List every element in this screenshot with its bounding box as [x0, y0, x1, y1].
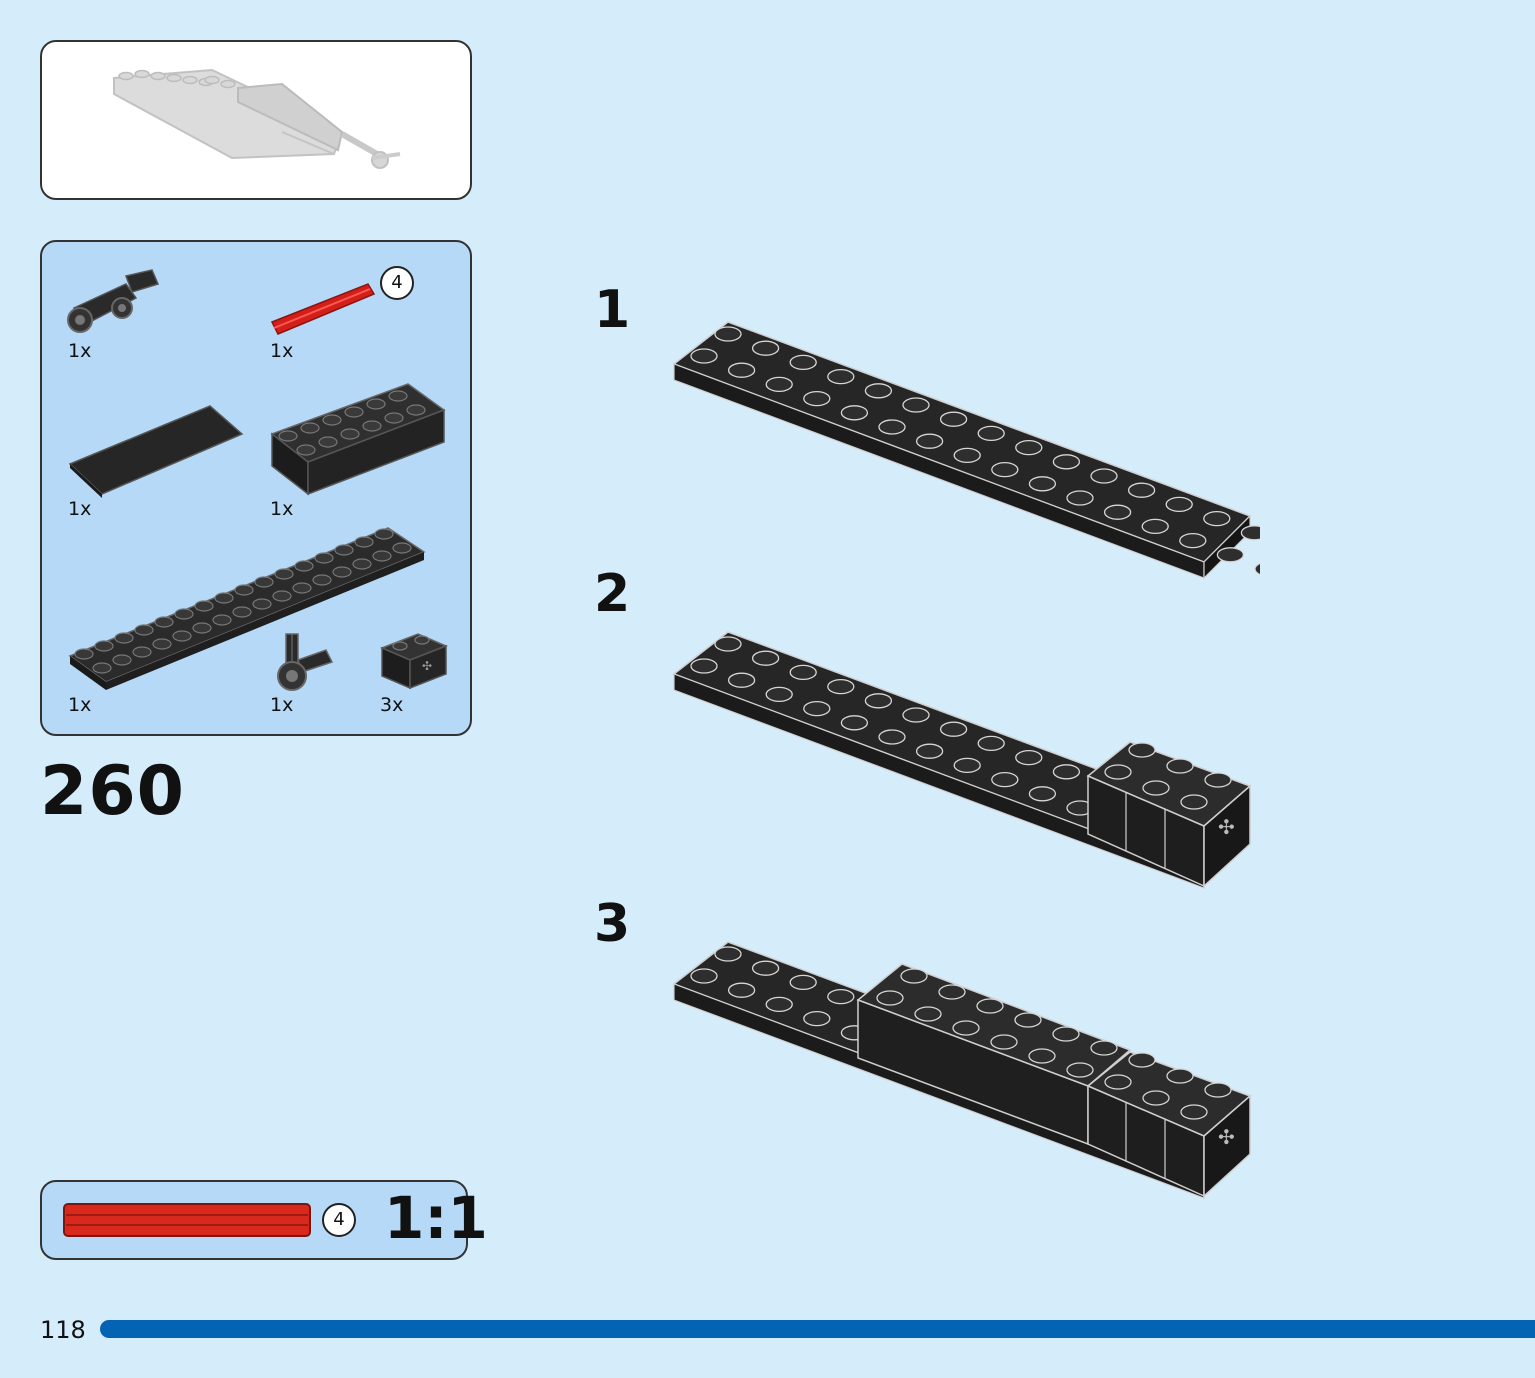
svg-text:✣: ✣ [422, 659, 432, 673]
substep-label-1: 1 [594, 280, 631, 340]
plate-stud [765, 376, 793, 393]
plate-stud [1028, 786, 1057, 802]
plate-stud [690, 968, 718, 984]
plate-stud [727, 672, 756, 688]
plate-stud [977, 735, 1005, 752]
part-qty: 1x [270, 340, 294, 362]
plate-stud [878, 729, 906, 745]
substep-label-3: 3 [594, 894, 631, 954]
plate-stud [939, 411, 968, 427]
plate-stud [864, 383, 893, 399]
plate-stud [751, 340, 780, 356]
substep-3-assembly-icon: ✣ [672, 941, 1252, 1199]
plate-stud [751, 650, 780, 666]
substep-1-plate-icon [672, 321, 1260, 580]
plate-stud [902, 707, 930, 723]
page-accent-bar [100, 1320, 1535, 1338]
plate-stud [727, 982, 756, 998]
plate-stud [690, 658, 718, 674]
plate-stud [902, 397, 930, 413]
plate-stud [803, 390, 831, 407]
plate-stud [1240, 525, 1260, 541]
substep-label-2: 2 [594, 564, 631, 624]
plate-stud [1203, 510, 1231, 527]
substep-2-assembly-icon: ✣ [672, 631, 1252, 889]
plate-stud [840, 715, 869, 731]
part-qty: 1x [68, 694, 92, 716]
plate-stud [1127, 482, 1156, 498]
axle-connector-icon [67, 269, 160, 333]
plate-stud [953, 757, 981, 774]
plate-stud [1216, 547, 1245, 563]
part-qty: 1x [270, 498, 294, 520]
plate-stud [939, 721, 968, 737]
scale-reference-panel [40, 1180, 468, 1260]
plate-stud [827, 678, 855, 695]
plate-stud [1028, 476, 1057, 492]
page-number: 118 [40, 1316, 86, 1344]
parts-list-panel: 1x 4 1x 1x 1x [40, 240, 472, 736]
plate-stud [765, 996, 793, 1013]
plate-stud [789, 974, 817, 991]
axle-pin-connector-icon [277, 633, 334, 691]
plate-stud [991, 771, 1019, 788]
black-plate-2x16-icon [68, 527, 426, 690]
plate-stud [714, 636, 742, 652]
black-brick-2x6-icon [270, 383, 446, 496]
technic-brick-icon: ✣ [380, 633, 448, 690]
plate-stud [1052, 764, 1081, 780]
part-qty: 3x [380, 694, 404, 716]
plate-stud [789, 354, 817, 371]
plate-stud [803, 700, 831, 717]
plate-stud [690, 348, 718, 364]
plate-stud [714, 326, 742, 342]
scale-axle-length-badge: 4 [322, 1203, 356, 1237]
plate-stud [915, 433, 944, 449]
plate-stud [1015, 749, 1043, 766]
plate-stud [1179, 532, 1207, 549]
plate-stud [915, 743, 944, 759]
plate-stud [1015, 439, 1043, 456]
plate-stud [1254, 562, 1260, 576]
plate-stud [1052, 454, 1081, 470]
svg-text:✣: ✣ [1218, 1125, 1235, 1149]
plate-stud [1141, 518, 1169, 535]
plate-stud [1103, 504, 1132, 520]
assembly-preview-icon [113, 68, 401, 169]
svg-text:✣: ✣ [1218, 815, 1235, 839]
plate-stud [827, 988, 855, 1005]
plate-stud [803, 1010, 831, 1027]
plate-stud [840, 405, 869, 421]
plate-stud [953, 447, 981, 464]
black-tile-icon [68, 405, 244, 498]
plate-stud [878, 419, 906, 435]
plate-stud [827, 368, 855, 385]
plate-stud [727, 362, 756, 378]
step-number: 260 [40, 752, 185, 831]
plate-stud [1066, 490, 1094, 506]
scale-ratio: 1:1 [384, 1184, 488, 1252]
red-axle-icon [270, 283, 376, 335]
plate-stud [765, 686, 793, 703]
plate-stud [751, 960, 780, 976]
axle-length-badge: 4 [380, 266, 414, 300]
part-qty: 1x [270, 694, 294, 716]
plate-stud [714, 946, 742, 962]
part-qty: 1x [68, 340, 92, 362]
plate-stud [1090, 468, 1118, 484]
plate-stud [864, 693, 893, 709]
axle-scale-icon [63, 1203, 311, 1237]
plate-stud [977, 425, 1005, 442]
preview-panel [40, 40, 472, 200]
plate-stud [991, 461, 1019, 478]
plate-stud [1165, 496, 1193, 513]
plate-stud [789, 664, 817, 681]
part-qty: 1x [68, 498, 92, 520]
